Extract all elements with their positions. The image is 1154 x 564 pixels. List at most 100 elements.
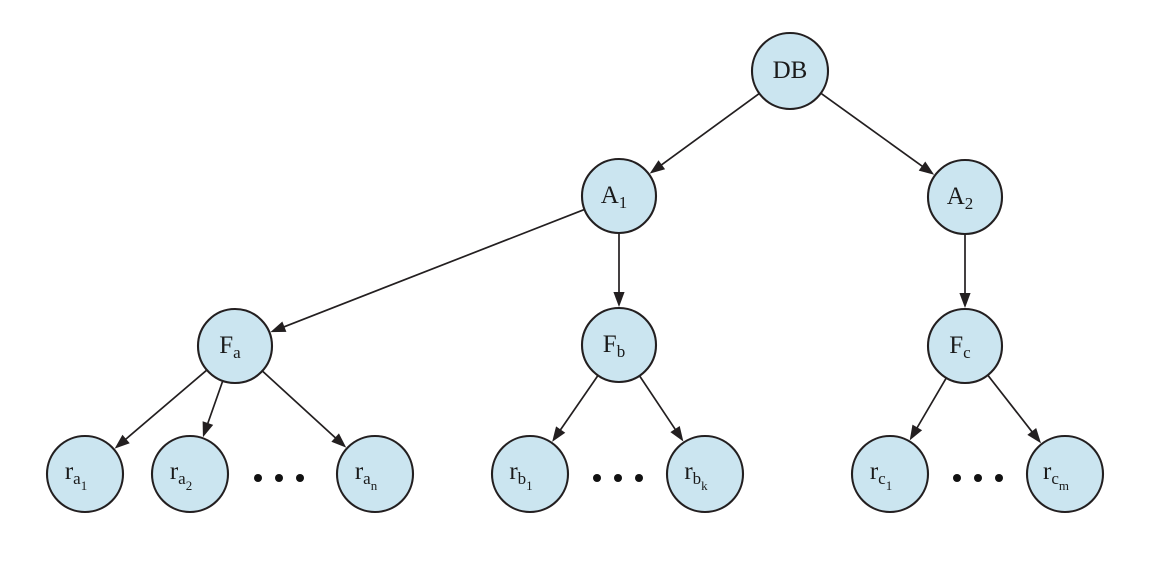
node-ra1[interactable]: ra1 <box>45 434 125 514</box>
node-ran[interactable]: ran <box>335 434 415 514</box>
node-ra2[interactable]: ra2 <box>150 434 230 514</box>
edge-fa-to-ra1 <box>114 369 207 449</box>
arrowhead-icon <box>1027 427 1041 444</box>
node-label-base: r <box>684 458 693 485</box>
edge-db-to-a2 <box>820 92 935 175</box>
ellipsis-layer <box>254 474 1003 482</box>
edge-layer <box>114 92 1041 449</box>
node-label-base: F <box>219 332 233 359</box>
node-rcm[interactable]: rcm <box>1025 434 1105 514</box>
arrowhead-icon <box>613 292 625 307</box>
node-rc1[interactable]: rc1 <box>850 434 930 514</box>
node-label-subscript: a <box>233 343 241 362</box>
node-label: rbk <box>684 458 708 493</box>
node-label-base: DB <box>773 57 808 84</box>
node-label-subscript: a <box>178 469 186 488</box>
arrowhead-icon <box>270 321 287 333</box>
node-label-subscript: b <box>518 469 527 488</box>
node-label: rc1 <box>870 458 892 493</box>
edge-fb-to-rb1 <box>552 375 599 442</box>
edge-fa-to-ran <box>262 370 347 448</box>
node-label-subscript: c <box>878 469 886 488</box>
node-circle[interactable] <box>1025 434 1105 514</box>
node-label-base: A <box>601 182 619 209</box>
ellipsis-dot <box>974 474 982 482</box>
node-label: ran <box>355 458 378 493</box>
node-label-base: r <box>1043 458 1052 485</box>
node-label-subscript-2: 1 <box>886 478 893 493</box>
node-label: Fa <box>219 332 241 362</box>
edge-fb-to-rbk <box>639 375 684 442</box>
ellipsis-dot <box>635 474 643 482</box>
node-label-subscript: c <box>1051 469 1059 488</box>
edge-db-to-a1 <box>649 93 760 174</box>
node-label: Fb <box>603 331 625 361</box>
edge-fc-to-rc1 <box>909 377 947 441</box>
node-db[interactable]: DB <box>750 31 830 111</box>
edge-line <box>206 380 224 427</box>
node-label-subscript-2: n <box>371 478 378 493</box>
node-label-base: F <box>949 332 963 359</box>
node-label-base: r <box>870 458 879 485</box>
node-circle[interactable] <box>926 307 1004 385</box>
edge-a1-to-fa <box>270 208 585 333</box>
node-label-subscript-2: 2 <box>186 478 193 493</box>
node-label: rb1 <box>509 458 532 493</box>
node-label-base: r <box>65 458 74 485</box>
node-circle[interactable] <box>150 434 230 514</box>
arrowhead-icon <box>649 160 666 174</box>
node-circle[interactable] <box>580 157 658 235</box>
node-label-subscript: b <box>693 469 702 488</box>
node-label-subscript-2: m <box>1059 478 1069 493</box>
node-label-base: A <box>947 183 965 210</box>
edge-a2-to-fc <box>959 234 971 308</box>
arrowhead-icon <box>909 424 923 441</box>
ellipsis-dot <box>296 474 304 482</box>
edge-line <box>122 369 207 442</box>
node-circle[interactable] <box>196 307 274 385</box>
node-circle[interactable] <box>665 434 745 514</box>
node-label-subscript: 1 <box>619 193 628 212</box>
node-circle[interactable] <box>926 158 1004 236</box>
arrowhead-icon <box>918 161 935 175</box>
node-fa[interactable]: Fa <box>196 307 274 385</box>
node-circle[interactable] <box>850 434 930 514</box>
ellipsis-dot <box>995 474 1003 482</box>
edge-line <box>987 375 1035 435</box>
node-label-subscript: b <box>617 342 626 361</box>
node-rb1[interactable]: rb1 <box>490 434 570 514</box>
arrowhead-icon <box>202 421 214 438</box>
node-label: ra1 <box>65 458 87 493</box>
ellipsis-dot <box>614 474 622 482</box>
node-label-subscript: c <box>963 343 971 362</box>
node-circle[interactable] <box>335 434 415 514</box>
ellipsis-dot <box>953 474 961 482</box>
node-label-subscript: 2 <box>965 194 974 213</box>
arrowhead-icon <box>114 434 130 449</box>
node-fb[interactable]: Fb <box>580 306 658 384</box>
node-label-subscript: a <box>73 469 81 488</box>
edge-line <box>558 375 599 433</box>
node-label-subscript-2: 1 <box>526 478 533 493</box>
node-a2[interactable]: A2 <box>926 158 1004 236</box>
node-circle[interactable] <box>45 434 125 514</box>
ellipsis-dot <box>275 474 283 482</box>
node-circle[interactable] <box>580 306 658 384</box>
edge-line <box>658 93 760 168</box>
node-label: DB <box>773 57 808 84</box>
ellipsis-group-c <box>953 474 1003 482</box>
node-fc[interactable]: Fc <box>926 307 1004 385</box>
node-label-base: r <box>355 458 364 485</box>
node-label-subscript: a <box>363 469 371 488</box>
node-a1[interactable]: A1 <box>580 157 658 235</box>
arrowhead-icon <box>959 293 971 308</box>
node-label: rcm <box>1043 458 1069 493</box>
node-circle[interactable] <box>750 31 830 111</box>
node-circle[interactable] <box>490 434 570 514</box>
edge-line <box>262 370 339 441</box>
node-rbk[interactable]: rbk <box>665 434 745 514</box>
node-label: ra2 <box>170 458 192 493</box>
edge-line <box>280 208 585 329</box>
